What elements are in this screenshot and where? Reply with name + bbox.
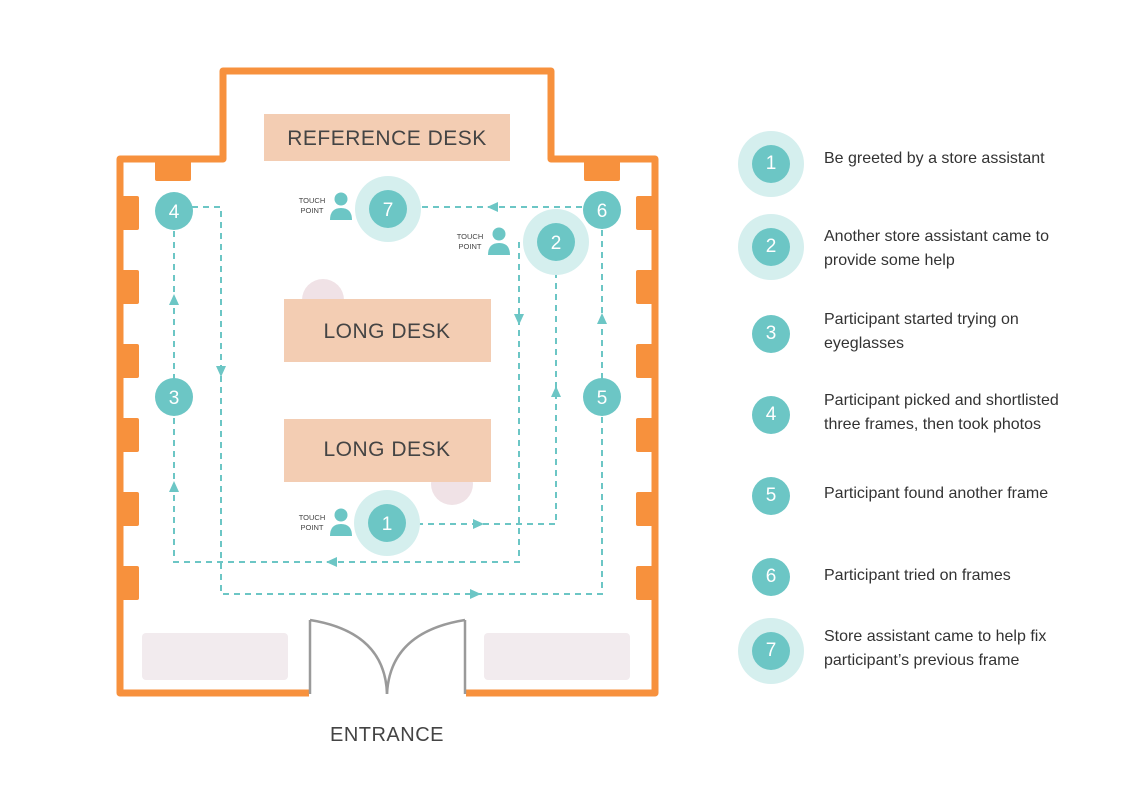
touch-point-step-2: TOUCH POINT — [457, 227, 510, 255]
legend-line: Participant found another frame — [824, 485, 1049, 502]
entrance-doors — [308, 618, 467, 695]
svg-text:3: 3 — [169, 388, 180, 409]
legend-badge: 1 — [752, 145, 790, 183]
step-marker-4: 4 — [155, 192, 193, 230]
svg-text:1: 1 — [382, 514, 393, 535]
reference-desk-label: REFERENCE DESK — [287, 127, 487, 150]
svg-text:2: 2 — [551, 233, 562, 254]
entrance-label: ENTRANCE — [330, 724, 444, 746]
legend-line: provide some help — [824, 252, 955, 269]
legend-text: Participant picked and shortlisted three… — [824, 389, 1124, 437]
legend-line: Be greeted by a store assistant — [824, 150, 1045, 167]
svg-text:5: 5 — [597, 388, 608, 409]
legend-text: Another store assistant came to provide … — [824, 225, 1124, 273]
legend-line: participant’s previous frame — [824, 652, 1020, 669]
long-desk-upper-label: LONG DESK — [323, 320, 450, 343]
svg-text:POINT: POINT — [301, 206, 324, 215]
bench-right — [484, 633, 630, 680]
step-marker-3: 3 — [155, 378, 193, 416]
person-icon — [330, 508, 352, 536]
legend-line: Participant started trying on — [824, 311, 1019, 328]
legend-badge: 5 — [752, 477, 790, 515]
legend-text: Be greeted by a store assistant — [824, 147, 1124, 171]
step-marker-5: 5 — [583, 378, 621, 416]
long-desk-upper — [284, 299, 491, 362]
long-desk-lower — [284, 419, 491, 482]
wall-shelves — [120, 159, 655, 600]
step-marker-7: 7 — [355, 176, 421, 242]
legend-text: Participant found another frame — [824, 482, 1124, 506]
legend-badge: 2 — [752, 228, 790, 266]
legend-badge: 6 — [752, 558, 790, 596]
legend-item-7: 7 Store assistant came to help fix parti… — [738, 616, 1138, 686]
legend-badge: 4 — [752, 396, 790, 434]
step-legend: 1 Be greeted by a store assistant 2 Anot… — [738, 0, 1138, 794]
step-marker-1: 1 — [354, 490, 420, 556]
legend-text: Participant tried on frames — [824, 564, 1124, 588]
path-arrows — [169, 202, 607, 599]
svg-text:TOUCH: TOUCH — [299, 513, 326, 522]
touch-point-step-7: TOUCH POINT — [299, 192, 352, 220]
legend-item-2: 2 Another store assistant came to provid… — [738, 211, 1138, 281]
reference-desk — [264, 114, 510, 161]
long-desk-lower-label: LONG DESK — [323, 438, 450, 461]
svg-text:POINT: POINT — [459, 242, 482, 251]
step-marker-6: 6 — [583, 191, 621, 229]
touch-point-step-1: TOUCH POINT — [299, 508, 352, 536]
person-icon — [330, 192, 352, 220]
svg-text:TOUCH: TOUCH — [299, 196, 326, 205]
step-marker-2: 2 — [523, 209, 589, 275]
svg-text:6: 6 — [597, 201, 608, 222]
legend-item-5: 5 Participant found another frame — [738, 460, 1138, 530]
svg-text:TOUCH: TOUCH — [457, 232, 484, 241]
legend-line: eyeglasses — [824, 335, 905, 352]
legend-line: Another store assistant came to — [824, 228, 1049, 245]
legend-line: Participant picked and shortlisted — [824, 392, 1059, 409]
legend-line: Store assistant came to help fix — [824, 628, 1047, 645]
legend-item-3: 3 Participant started trying on eyeglass… — [738, 295, 1138, 365]
bench-left — [142, 633, 288, 680]
legend-text: Store assistant came to help fix partici… — [824, 625, 1124, 673]
legend-item-6: 6 Participant tried on frames — [738, 543, 1138, 613]
legend-item-4: 4 Participant picked and shortlisted thr… — [738, 377, 1138, 447]
legend-line: Participant tried on frames — [824, 567, 1011, 584]
legend-badge: 7 — [752, 632, 790, 670]
store-wall — [116, 67, 659, 697]
legend-item-1: 1 Be greeted by a store assistant — [738, 129, 1138, 199]
svg-text:4: 4 — [169, 202, 180, 223]
legend-badge: 3 — [752, 315, 790, 353]
store-floor-plan: REFERENCE DESK LONG DESK LONG DESK ENTRA… — [116, 67, 659, 746]
legend-line: three frames, then took photos — [824, 416, 1042, 433]
legend-text: Participant started trying on eyeglasses — [824, 308, 1124, 356]
svg-text:POINT: POINT — [301, 523, 324, 532]
svg-text:7: 7 — [383, 200, 394, 221]
person-icon — [488, 227, 510, 255]
